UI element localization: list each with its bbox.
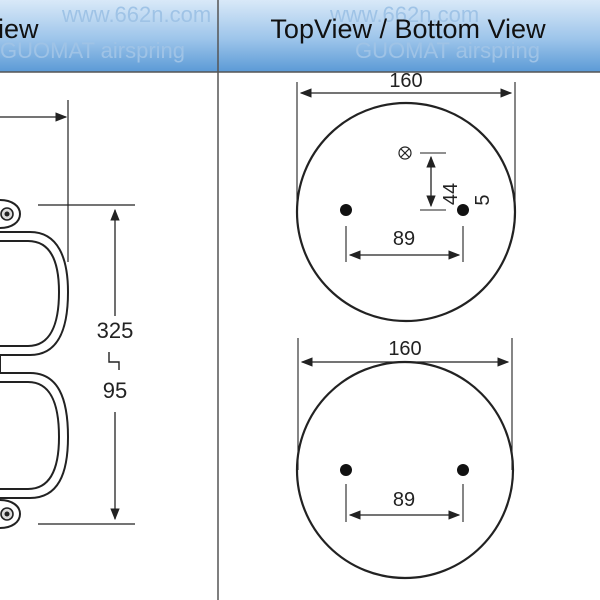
bottom-bolt-left [340, 464, 352, 476]
top-bolt-right [457, 204, 469, 216]
top-diameter-label: 160 [389, 70, 422, 92]
air-inlet-icon [398, 146, 412, 160]
top-bolt-spacing-label: 89 [393, 228, 415, 250]
height-max-label: 325 [97, 318, 134, 343]
top-view [295, 82, 517, 323]
bottom-diameter-label: 160 [388, 338, 421, 360]
side-view-title: iew [0, 14, 39, 44]
watermark-site-right: www.662n.com [329, 2, 479, 27]
top-bolt-left [340, 204, 352, 216]
watermark-brand-left: GUOMAT airspring [0, 38, 185, 63]
inlet-offset-small-label: 5 [472, 194, 494, 205]
watermark-brand-right: GUOMAT airspring [355, 38, 540, 63]
bellows-outline [0, 199, 70, 529]
inlet-offset-label: 44 [440, 183, 462, 205]
top-bottom-view-title: TopView / Bottom View [270, 14, 546, 44]
side-view [0, 100, 135, 529]
watermark-site-left: www.662n.com [61, 2, 211, 27]
height-break-mark [108, 352, 120, 370]
header-band [0, 0, 600, 72]
bottom-plate-circle [295, 360, 515, 580]
bottom-view [295, 338, 515, 580]
bottom-bolt-spacing-label: 89 [393, 489, 415, 511]
top-plate-circle [295, 101, 517, 323]
bottom-bolt-right [457, 464, 469, 476]
height-min-label: 95 [103, 378, 127, 403]
